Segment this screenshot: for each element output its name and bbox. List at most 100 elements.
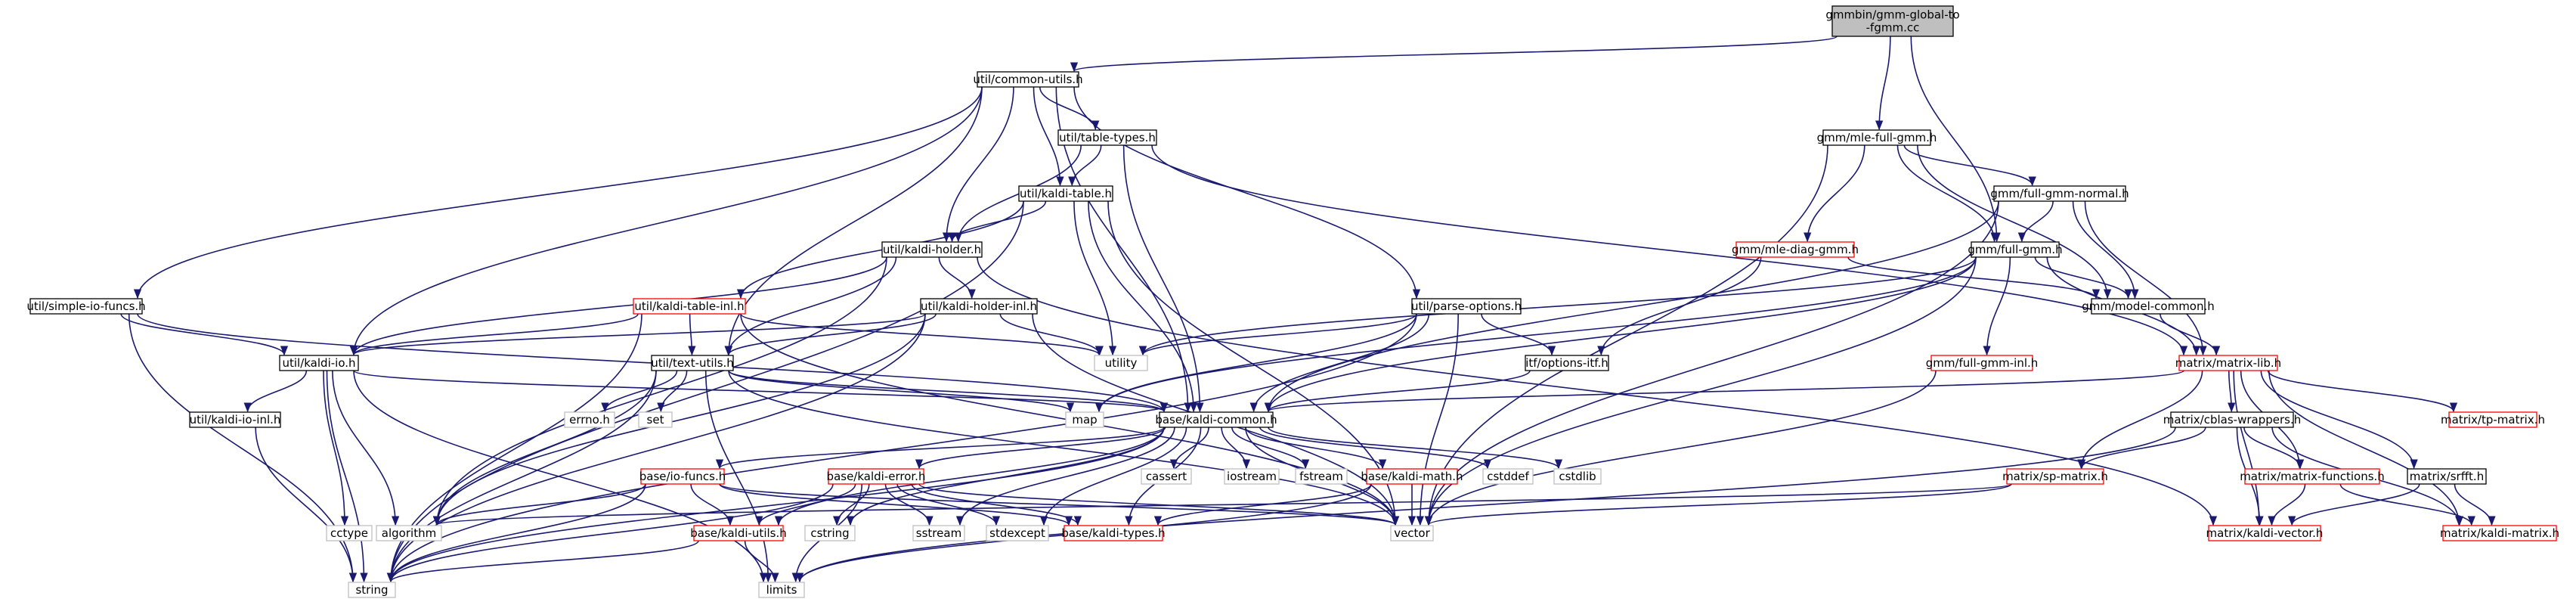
- edge-matrix_functions-to-kaldi_vector: [2268, 483, 2306, 526]
- node-kaldi_error[interactable]: base/kaldi-error.h: [827, 468, 926, 485]
- edge-srfft-to-kaldi_matrix: [2454, 483, 2496, 526]
- node-box: [828, 468, 924, 485]
- edge-common_utils-to-kaldi_io: [349, 86, 983, 356]
- node-mle_full_gmm[interactable]: gmm/mle-full-gmm.h: [1817, 129, 1937, 146]
- node-cstddef[interactable]: cstddef: [1482, 468, 1534, 485]
- node-cassert[interactable]: cassert: [1141, 468, 1192, 485]
- node-cblas_wrappers[interactable]: matrix/cblas-wrappers.h: [2163, 411, 2301, 428]
- node-box: [881, 241, 983, 258]
- node-io_funcs[interactable]: base/io-funcs.h: [639, 468, 726, 485]
- node-box: [1831, 5, 1954, 37]
- node-box: [758, 582, 805, 598]
- node-kaldi_vector[interactable]: matrix/kaldi-vector.h: [2206, 525, 2324, 541]
- node-srfft[interactable]: matrix/srfft.h: [2407, 468, 2487, 485]
- node-box: [1064, 525, 1163, 541]
- node-full_gmm_inl[interactable]: gmm/full-gmm-inl.h: [1926, 355, 2039, 371]
- edge-kaldi_common-to-kaldi_math: [1245, 427, 1387, 470]
- node-table_types[interactable]: util/table-types.h: [1057, 129, 1157, 146]
- edge-cblas_wrappers-to-limits: [796, 427, 2176, 583]
- node-label: base/kaldi-utils.h: [690, 526, 787, 540]
- node-sp_matrix[interactable]: matrix/sp-matrix.h: [2002, 468, 2108, 485]
- edge-kaldi_io-to-cctype: [323, 370, 349, 526]
- node-kaldi_table[interactable]: util/kaldi-table.h: [1018, 185, 1113, 202]
- node-box: [1993, 185, 2126, 202]
- node-box: [326, 525, 373, 541]
- node-simple_io[interactable]: util/simple-io-funcs.h: [26, 298, 146, 315]
- node-string[interactable]: string: [348, 582, 396, 598]
- node-stdexcept[interactable]: stdexcept: [986, 525, 1049, 541]
- node-cstring[interactable]: cstring: [804, 525, 856, 541]
- node-label: util/kaldi-holder-inl.h: [921, 299, 1037, 313]
- node-matrix_lib[interactable]: matrix/matrix-lib.h: [2175, 355, 2281, 371]
- node-kaldi_io[interactable]: util/kaldi-io.h: [279, 355, 359, 371]
- node-parse_options[interactable]: util/parse-options.h: [1411, 298, 1522, 315]
- node-label: cassert: [1146, 470, 1187, 483]
- node-label: utility: [1105, 356, 1138, 370]
- node-map[interactable]: map: [1065, 411, 1104, 428]
- edge-common_utils-to-kaldi_holder: [942, 86, 1014, 243]
- node-label: matrix/kaldi-matrix.h: [2440, 526, 2559, 540]
- node-vector[interactable]: vector: [1390, 525, 1434, 541]
- node-mle_diag_gmm[interactable]: gmm/mle-diag-gmm.h: [1732, 241, 1859, 258]
- node-matrix_functions[interactable]: matrix/matrix-functions.h: [2240, 468, 2385, 485]
- node-box: [1065, 411, 1104, 428]
- node-box: [912, 525, 965, 541]
- node-model_common[interactable]: gmm/model-common.h: [2082, 298, 2215, 315]
- node-full_gmm[interactable]: gmm/full-gmm.h: [1968, 241, 2063, 258]
- node-kaldi_utils[interactable]: base/kaldi-utils.h: [690, 525, 787, 541]
- node-kaldi_io_inl[interactable]: util/kaldi-io-inl.h: [189, 411, 281, 428]
- node-box: [1224, 468, 1280, 485]
- edge-kaldi_holder-to-holder_inl: [938, 256, 976, 299]
- edge-kaldi_io_inl-to-string: [255, 427, 358, 583]
- edge-mle_full_gmm-to-full_gmm_normal: [1903, 144, 2036, 187]
- edge-holder_inl-to-algorithm: [432, 313, 926, 526]
- edge-table_types-to-kaldi_common: [1122, 144, 1204, 413]
- node-box: [1482, 468, 1534, 485]
- node-limits[interactable]: limits: [758, 582, 805, 598]
- node-cctype[interactable]: cctype: [326, 525, 373, 541]
- node-kaldi_types[interactable]: base/kaldi-types.h: [1061, 525, 1166, 541]
- edge-full_gmm-to-utility: [1139, 256, 1977, 356]
- node-label: gmm/model-common.h: [2082, 299, 2215, 313]
- node-utility[interactable]: utility: [1094, 355, 1148, 371]
- node-label: util/parse-options.h: [1411, 299, 1522, 313]
- edge-table_types-to-kaldi_table: [1068, 144, 1102, 187]
- node-cstdlib[interactable]: cstdlib: [1553, 468, 1602, 485]
- edge-model_common-to-matrix_lib: [2160, 313, 2221, 356]
- node-common_utils[interactable]: util/common-utils.h: [973, 71, 1083, 88]
- node-label: gmm/full-gmm-inl.h: [1926, 356, 2039, 370]
- node-holder_inl[interactable]: util/kaldi-holder-inl.h: [920, 298, 1038, 315]
- node-full_gmm_normal[interactable]: gmm/full-gmm-normal.h: [1990, 185, 2129, 202]
- node-label: gmm/full-gmm-normal.h: [1990, 187, 2129, 200]
- edge-kaldi_common-to-kaldi_error: [915, 427, 1166, 470]
- node-fstream[interactable]: fstream: [1295, 468, 1348, 485]
- node-box: [651, 355, 734, 371]
- edge-kaldi_error-to-vector: [918, 483, 1399, 526]
- node-iostream[interactable]: iostream: [1224, 468, 1280, 485]
- node-label: util/kaldi-io.h: [282, 356, 355, 370]
- node-label: util/common-utils.h: [973, 73, 1082, 86]
- node-box: [1094, 355, 1148, 371]
- node-label: base/io-funcs.h: [639, 470, 726, 483]
- node-errno[interactable]: errno.h: [564, 411, 615, 428]
- node-kaldi_math[interactable]: base/kaldi-math.h: [1361, 468, 1463, 485]
- edge-kaldi_common-to-string: [387, 427, 1165, 583]
- node-sstream[interactable]: sstream: [912, 525, 965, 541]
- node-set[interactable]: set: [638, 411, 673, 428]
- node-label: fstream: [1299, 470, 1343, 483]
- node-tp_matrix[interactable]: matrix/tp-matrix.h: [2441, 411, 2545, 428]
- node-kaldi_common[interactable]: base/kaldi-common.h: [1155, 411, 1277, 428]
- node-text_utils[interactable]: util/text-utils.h: [651, 355, 734, 371]
- edge-kaldi_error-to-cstring: [833, 483, 870, 526]
- node-options_itf[interactable]: itf/options-itf.h: [1525, 355, 1609, 371]
- node-box: [638, 411, 673, 428]
- node-kaldi_matrix[interactable]: matrix/kaldi-matrix.h: [2440, 525, 2559, 541]
- node-table_inl[interactable]: util/kaldi-table-inl.h: [633, 298, 746, 315]
- node-algorithm[interactable]: algorithm: [376, 525, 442, 541]
- edge-full_gmm-to-kaldi_common: [1264, 256, 1977, 413]
- node-label: cctype: [330, 526, 368, 540]
- node-root[interactable]: gmmbin/gmm-global-to-fgmm.cc: [1825, 5, 1960, 37]
- edge-common_utils-to-simple_io: [133, 86, 983, 299]
- node-box: [2244, 468, 2380, 485]
- node-kaldi_holder[interactable]: util/kaldi-holder.h: [881, 241, 983, 258]
